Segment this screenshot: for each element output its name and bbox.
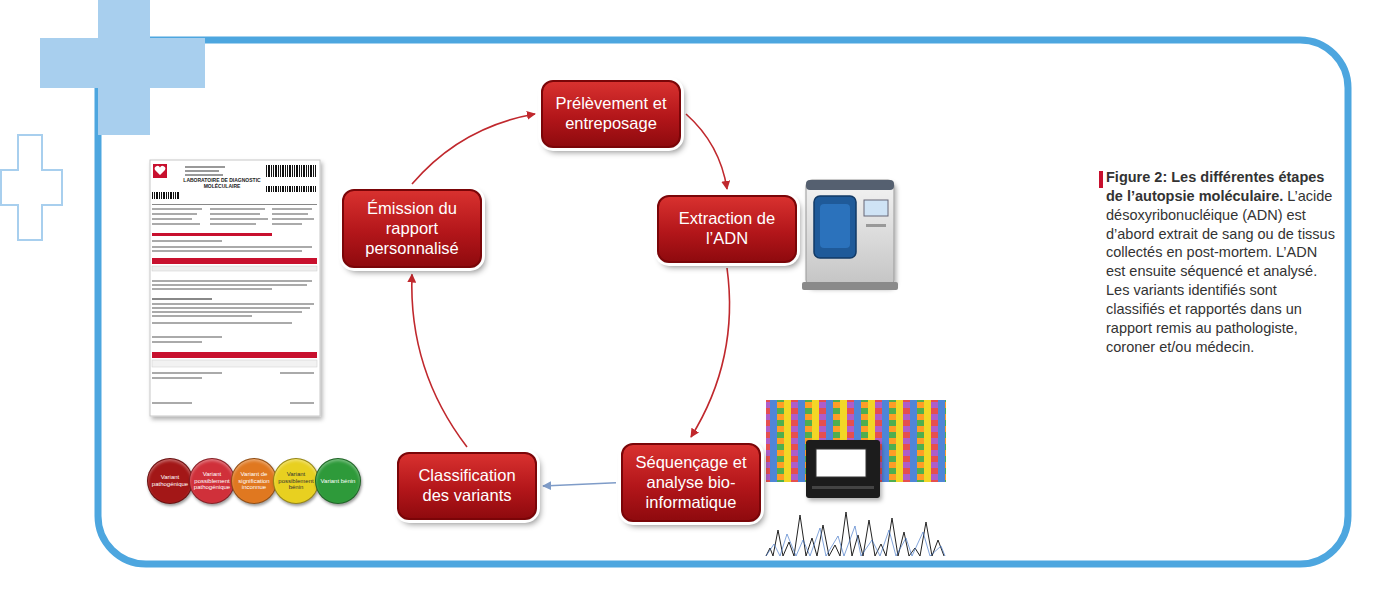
- report-document-part: [210, 208, 265, 210]
- process-box: Émission du rapport personnalisé: [342, 189, 482, 268]
- badge-label: Variant possiblement pathogénique: [193, 471, 231, 491]
- frame: [1, 0, 1348, 564]
- report-document-part: [152, 250, 302, 252]
- report-document-part: [272, 218, 314, 220]
- report-document-part: [272, 213, 308, 215]
- badge-label: Variant de signification inconnue: [235, 471, 273, 491]
- report-document-part: [152, 204, 317, 205]
- classification-badge: Variant de signification inconnue: [231, 458, 277, 504]
- dna-extractor-part: [864, 200, 888, 216]
- report-document-part: [152, 322, 292, 324]
- report-document-part: [280, 372, 314, 374]
- classification-badge: Variant pathogénique: [147, 458, 193, 504]
- dna-extractor-part: [866, 224, 886, 227]
- report-document-part: [210, 223, 256, 225]
- flow-arrow: [686, 114, 727, 189]
- sequencer-illustration: [766, 400, 946, 556]
- classification-badge: Variant bénin: [315, 458, 361, 504]
- report-document-part: [152, 233, 272, 236]
- report-document-part: [265, 186, 317, 192]
- report-document-part: [152, 218, 192, 220]
- report-document: [150, 160, 320, 416]
- report-document-part: [152, 192, 180, 199]
- figure-caption: Figure 2: Les différentes étapes de l’au…: [1106, 168, 1338, 356]
- sequencer-illustration-part: [766, 526, 945, 556]
- report-document-part: [152, 213, 197, 215]
- dna-extractor-part: [806, 180, 894, 190]
- report-document-part: [152, 298, 212, 300]
- sequencer-illustration-part: [766, 512, 944, 556]
- report-document-part: [265, 165, 317, 177]
- caption-text: L’acide désoxyribonucléique (ADN) est d’…: [1106, 188, 1335, 355]
- report-document-part: [152, 315, 252, 317]
- report-document-part: [152, 360, 317, 367]
- report-document-part: [152, 402, 192, 404]
- badge-label: Variant pathogénique: [151, 474, 189, 487]
- process-box: Classification des variants: [397, 452, 537, 520]
- report-document-part: [155, 166, 166, 175]
- report-document-part: [152, 372, 222, 374]
- dna-extractor-part: [802, 282, 898, 290]
- report-document-part: [152, 280, 312, 282]
- report-document-part: [152, 288, 272, 290]
- report-document-part: [152, 311, 302, 313]
- report-document-part: [152, 284, 307, 286]
- process-box: Extraction de l’ADN: [657, 195, 797, 263]
- sequencer-illustration-part: [806, 440, 880, 498]
- process-box: Séquençage et analyse bio-informatique: [621, 443, 761, 522]
- classification-badge: Variant possiblement pathogénique: [189, 458, 235, 504]
- flow-arrow: [412, 274, 467, 447]
- report-document-part: [290, 402, 314, 404]
- caption-bar: [1099, 171, 1103, 188]
- step-label: Classification des variants: [409, 466, 525, 506]
- sequencer-illustration-part: [816, 449, 866, 477]
- report-document-part: [152, 258, 317, 264]
- report-document-part: [152, 240, 222, 242]
- report-document-part: [152, 307, 310, 309]
- step-label: Prélèvement et entreposage: [553, 94, 669, 134]
- report-document-part: [152, 208, 202, 210]
- report-document-part: [152, 246, 312, 248]
- plus-symbol: [40, 0, 205, 135]
- process-box: Prélèvement et entreposage: [541, 80, 681, 148]
- sequencer-illustration-part: [812, 486, 874, 489]
- report-document-part: [185, 166, 225, 168]
- step-label: Séquençage et analyse bio-informatique: [633, 453, 749, 512]
- report-document-part: [152, 303, 314, 305]
- report-document-part: [272, 208, 312, 210]
- report-document-part: [210, 213, 260, 215]
- report-document-part: [152, 352, 317, 358]
- frame-border: [98, 40, 1348, 564]
- report-document-part: [153, 164, 167, 178]
- report-document-part: [210, 218, 268, 220]
- plus-outline: [1, 135, 62, 240]
- flow-arrow: [412, 114, 535, 184]
- badge-label: Variant possiblement bénin: [277, 471, 315, 491]
- dna-extractor-part: [806, 180, 894, 286]
- badge-label: Variant bénin: [321, 478, 356, 485]
- dna-extractor-part: [814, 196, 856, 258]
- flow-arrow: [691, 268, 730, 437]
- report-document-part: [150, 160, 320, 416]
- flow-arrow: [543, 483, 616, 486]
- report-header: LABORATOIRE DE DIAGNOSTIC MOLÉCULAIRE: [172, 178, 272, 190]
- step-label: Extraction de l’ADN: [669, 209, 785, 249]
- dna-extractor: [802, 180, 898, 290]
- dna-extractor-part: [820, 204, 850, 248]
- report-document-part: [152, 341, 202, 343]
- report-document-part: [152, 377, 202, 379]
- report-document-part: [185, 170, 219, 172]
- report-document-part: [152, 336, 222, 338]
- report-document-part: [152, 223, 200, 225]
- report-document-part: [152, 266, 317, 271]
- report-document-part: [185, 174, 223, 176]
- report-document-part: [272, 223, 302, 225]
- classification-badge: Variant possiblement bénin: [273, 458, 319, 504]
- step-label: Émission du rapport personnalisé: [354, 199, 470, 258]
